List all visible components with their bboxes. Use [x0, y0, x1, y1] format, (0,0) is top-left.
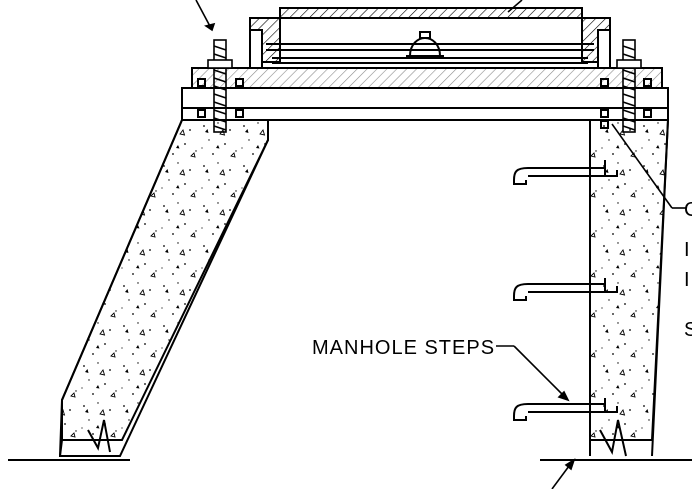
manhole-cover-frame	[249, 7, 611, 69]
manhole-steps-leader	[496, 345, 570, 402]
manhole-step-2	[513, 278, 618, 301]
cone-wall-left	[58, 119, 269, 457]
right-callout-leader	[611, 123, 686, 209]
edge-glyph-1: C	[684, 199, 692, 221]
manhole-steps-label: MANHOLE STEPS	[312, 337, 495, 359]
adjustment-ring	[181, 67, 669, 129]
edge-glyph-4: S	[684, 319, 692, 341]
manhole-step-1	[513, 160, 618, 185]
leader-lines-top	[195, 0, 523, 32]
wall-right	[589, 119, 670, 457]
bottom-leader	[551, 458, 576, 489]
manhole-step-3	[513, 398, 618, 421]
edge-glyph-2: I	[684, 239, 690, 261]
edge-glyph-3: I	[684, 269, 690, 291]
